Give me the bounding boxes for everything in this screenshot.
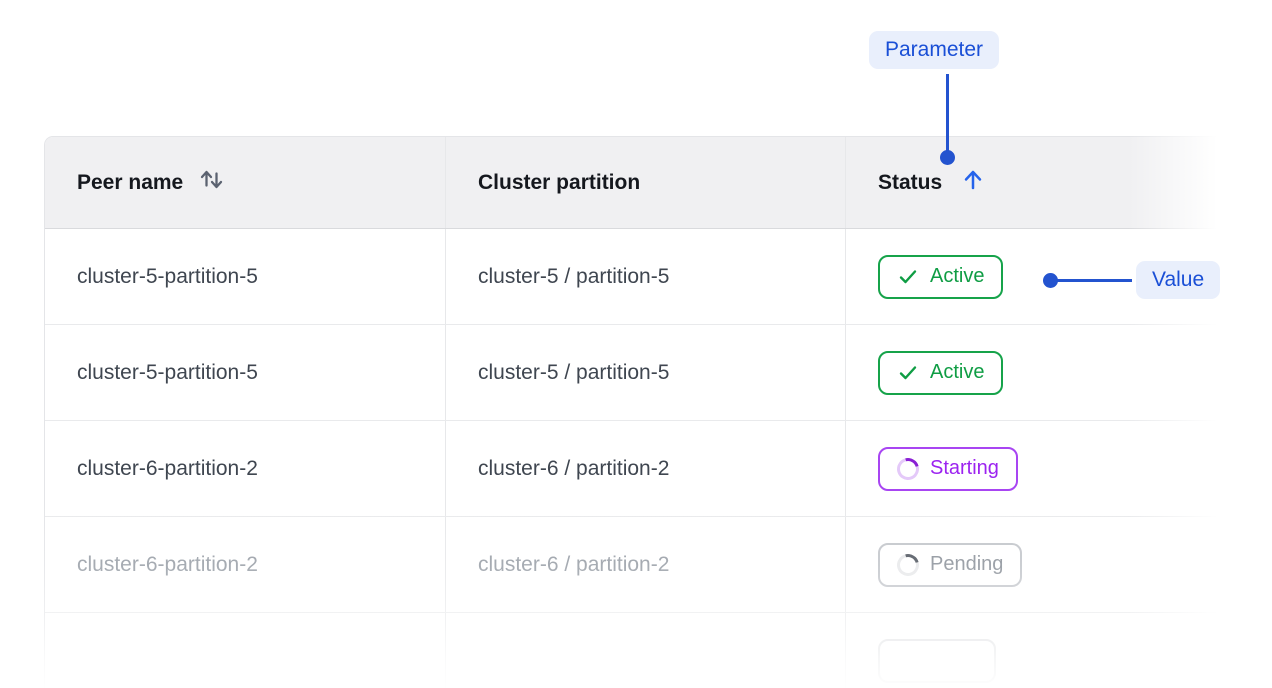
spinner-icon: [892, 549, 924, 580]
cluster-partition-cell: cluster-5 / partition-5: [446, 325, 846, 420]
column-header-status[interactable]: Status: [846, 137, 1244, 228]
status-badge-label: Pending: [930, 553, 1004, 575]
status-cell: Active: [846, 229, 1244, 324]
peer-name-cell: cluster-6-partition-2: [45, 421, 446, 516]
cluster-partition-cell: cluster-5 / partition-5: [446, 229, 846, 324]
value-annotation-chip: Value: [1136, 261, 1221, 299]
peer-name-cell: [45, 613, 446, 688]
status-badge: Active: [878, 254, 1004, 299]
parameter-connector-dot: [940, 150, 955, 165]
status-cell: Starting: [846, 421, 1244, 516]
status-badge-label: Active: [930, 265, 985, 287]
peer-name-cell: cluster-6-partition-2: [45, 517, 446, 612]
value-connector-dot: [1043, 273, 1058, 288]
status-cell: Active: [846, 325, 1244, 420]
peer-name-cell: cluster-5-partition-5: [45, 325, 446, 420]
value-connector-line: [1052, 279, 1132, 282]
check-icon: [897, 266, 919, 288]
value-annotation-label: Value: [1152, 268, 1205, 291]
parameter-connector-line: [946, 74, 949, 152]
parameter-annotation-label: Parameter: [885, 38, 984, 61]
table-header-row: Peer name Cluster partition Status: [45, 137, 1244, 229]
peer-name-cell: cluster-5-partition-5: [45, 229, 446, 324]
status-badge: Pending: [878, 542, 1023, 587]
spinner-icon: [892, 453, 924, 484]
status-cell: Pending: [846, 517, 1244, 612]
sort-ascending-icon[interactable]: [961, 168, 985, 198]
column-header-cluster-partition[interactable]: Cluster partition: [446, 137, 846, 228]
column-header-label: Status: [878, 170, 943, 194]
check-icon: [897, 362, 919, 384]
status-cell: [846, 613, 1244, 688]
status-badge: Active: [878, 350, 1004, 395]
table-row[interactable]: cluster-5-partition-5 cluster-5 / partit…: [45, 229, 1244, 325]
cluster-partition-cell: cluster-6 / partition-2: [446, 517, 846, 612]
cluster-partition-cell: cluster-6 / partition-2: [446, 421, 846, 516]
status-badge-label: Starting: [930, 457, 999, 479]
status-badge: [878, 638, 996, 683]
peers-table: Peer name Cluster partition Status: [44, 136, 1244, 688]
table-row[interactable]: cluster-6-partition-2 cluster-6 / partit…: [45, 517, 1244, 613]
cluster-partition-cell: [446, 613, 846, 688]
table-row[interactable]: [45, 613, 1244, 688]
column-header-label: Cluster partition: [478, 170, 641, 194]
table-body: cluster-5-partition-5 cluster-5 / partit…: [45, 229, 1244, 688]
sort-both-icon[interactable]: [198, 167, 225, 198]
parameter-annotation-chip: Parameter: [869, 31, 1000, 69]
column-header-label: Peer name: [77, 170, 184, 194]
column-header-peer-name[interactable]: Peer name: [45, 137, 446, 228]
status-badge-label: Active: [930, 361, 985, 383]
table-row[interactable]: cluster-6-partition-2 cluster-6 / partit…: [45, 421, 1244, 517]
table-row[interactable]: cluster-5-partition-5 cluster-5 / partit…: [45, 325, 1244, 421]
status-badge: Starting: [878, 446, 1018, 491]
